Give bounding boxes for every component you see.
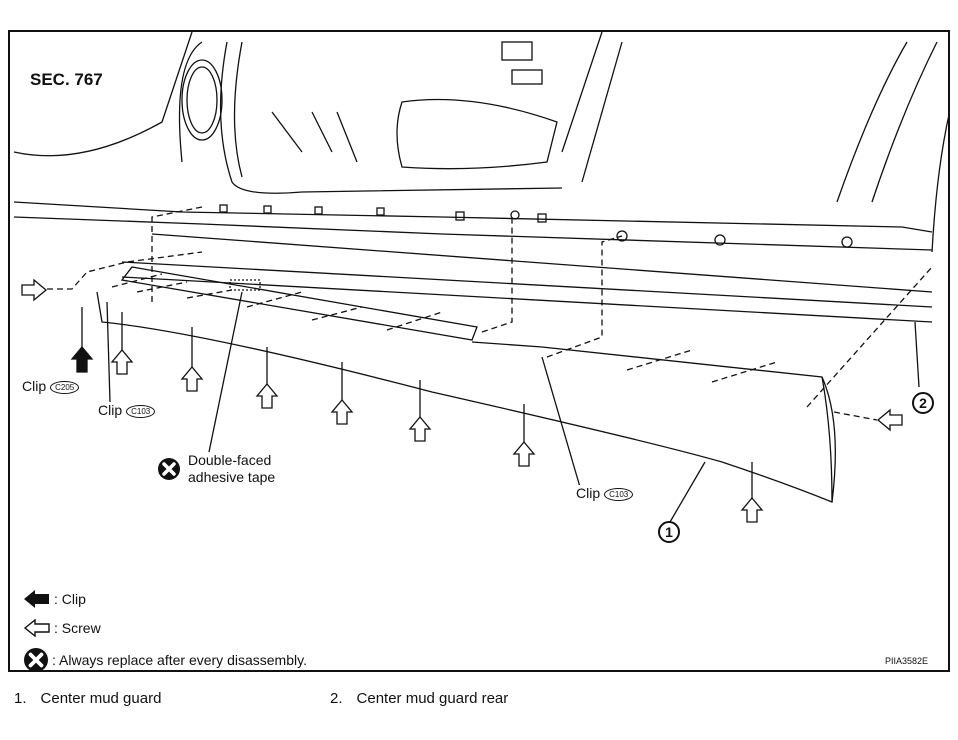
clip-label: Clip — [576, 485, 601, 501]
door-opening-outline — [13, 32, 193, 157]
clip-label: Clip — [98, 402, 123, 418]
body-sill — [13, 201, 933, 233]
wheel-arch — [836, 41, 908, 203]
part-2-marker: 2 — [912, 392, 934, 414]
hollow-arrow-icon — [24, 619, 50, 637]
vehicle-side-illustration — [13, 32, 948, 523]
part-name: Center mud guard — [40, 690, 162, 707]
center-mud-guard — [96, 291, 836, 503]
parts-list-item-1: 1. Center mud guard — [14, 690, 161, 707]
clip-label: Clip — [22, 378, 47, 394]
legend-screw: : Screw — [24, 619, 101, 637]
screw-arrows — [21, 278, 903, 523]
x-circle-icon — [158, 458, 180, 480]
clip-code: C103 — [126, 404, 156, 418]
clip-code: C103 — [604, 487, 634, 501]
seat-outline — [396, 98, 558, 170]
x-circle-icon — [24, 648, 48, 672]
tape-label-line1: Double-faced — [188, 452, 272, 468]
legend-text: : Screw — [54, 620, 101, 636]
clip-arrow — [70, 345, 94, 373]
tape-label-line2: adhesive tape — [188, 469, 276, 485]
clip-code: C205 — [50, 380, 80, 394]
part-number: 2. — [330, 690, 343, 707]
part-1-marker: 1 — [658, 521, 680, 543]
section-title: SEC. 767 — [28, 70, 105, 90]
legend-clip: : Clip — [24, 590, 86, 608]
part-name: Center mud guard rear — [356, 690, 509, 707]
mounting-holes — [219, 204, 853, 248]
part-number: 1. — [14, 690, 27, 707]
front-mud-guard-molding — [120, 266, 478, 341]
legend-text: : Always replace after every disassembly… — [52, 652, 307, 668]
adhesive-tape-callout: Double-faced adhesive tape — [158, 452, 276, 486]
legend-replace: : Always replace after every disassembly… — [24, 648, 307, 672]
speaker-outline — [181, 59, 223, 141]
solid-arrow-icon — [24, 590, 49, 608]
parts-list-item-2: 2. Center mud guard rear — [330, 690, 508, 707]
legend-text: : Clip — [54, 591, 86, 607]
figure-code: PIIA3582E — [884, 656, 928, 666]
